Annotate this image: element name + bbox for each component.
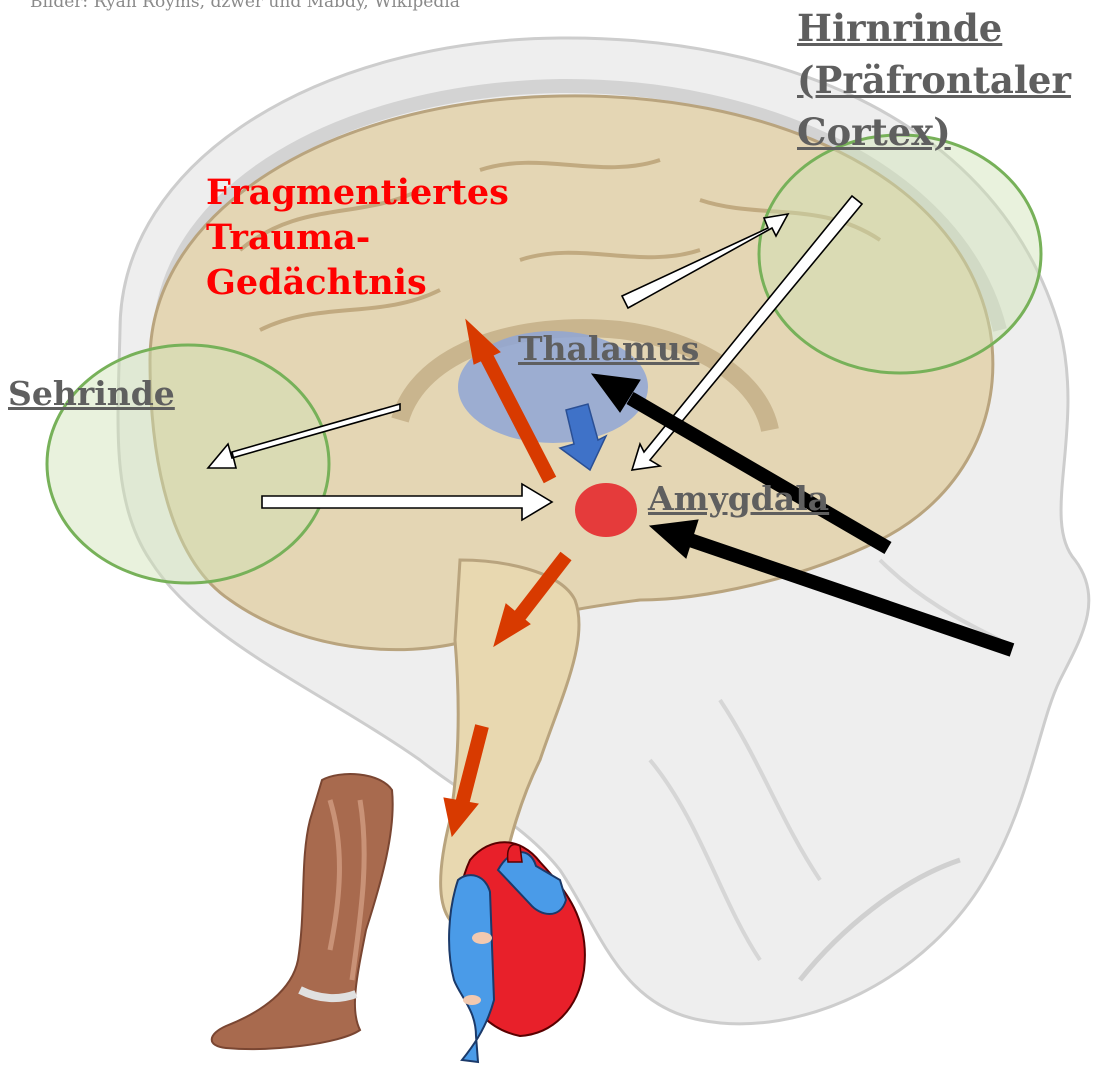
thalamus-label: Thalamus	[518, 332, 699, 365]
prefrontal-cortex-label: Hirnrinde (Präfrontaler Cortex)	[797, 2, 1071, 158]
trauma-line-1: Fragmentiertes	[206, 170, 509, 215]
cortex-label-line-3: Cortex)	[797, 106, 1071, 158]
trauma-memory-label: Fragmentiertes Trauma- Gedächtnis	[206, 170, 509, 305]
amygdala-label: Amygdala	[648, 482, 829, 515]
cortex-label-line-1: Hirnrinde	[797, 2, 1071, 54]
trauma-line-3: Gedächtnis	[206, 260, 509, 305]
visual-cortex-label: Sehrinde	[8, 377, 175, 410]
leg-muscle-icon	[212, 774, 393, 1049]
prefrontal-cortex-region	[759, 135, 1041, 373]
amygdala-shape	[575, 483, 637, 537]
cortex-label-line-2: (Präfrontaler	[797, 54, 1071, 106]
trauma-line-2: Trauma-	[206, 215, 509, 260]
